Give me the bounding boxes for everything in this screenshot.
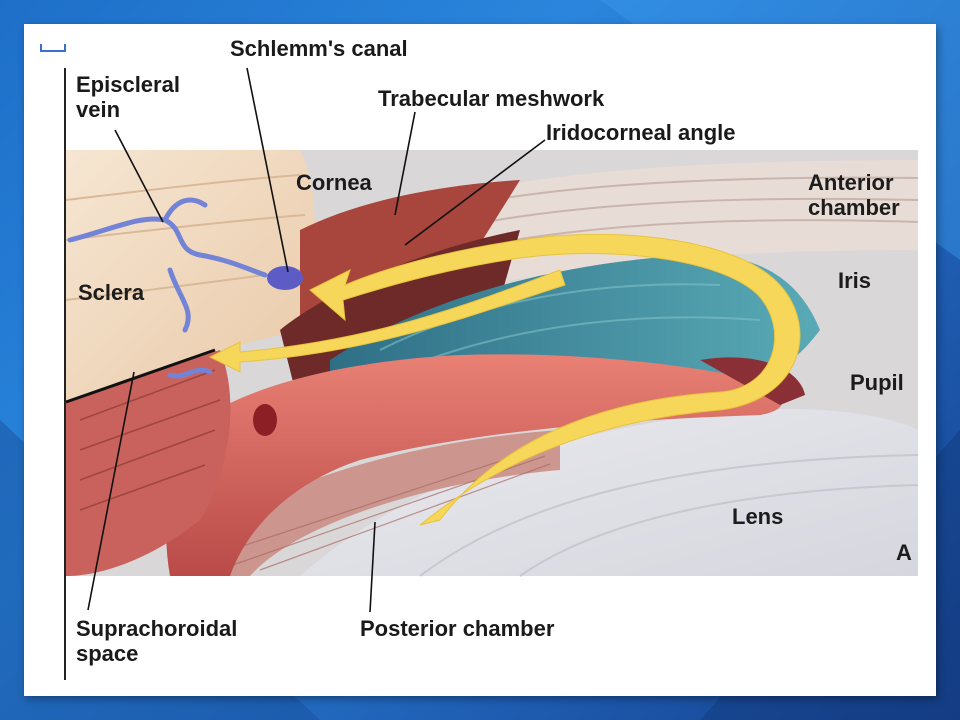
- label-episcleral-vein: Episcleral vein: [76, 72, 180, 122]
- label-suprachoroidal-space: Suprachoroidal space: [76, 616, 238, 666]
- label-cornea: Cornea: [296, 170, 372, 195]
- label-trabecular-meshwork: Trabecular meshwork: [378, 86, 605, 111]
- schlemm-canal: [267, 266, 303, 290]
- pointer-suprachoroidal: [87, 371, 135, 611]
- label-panel-a: A: [896, 540, 912, 565]
- ciliary-muscle: [66, 350, 231, 576]
- pointer-episcleral: [114, 129, 164, 223]
- left-frame-line: [64, 68, 66, 680]
- label-iris: Iris: [838, 268, 872, 293]
- suprachoroidal-line: [65, 348, 216, 404]
- corner-bracket: [40, 44, 66, 52]
- zonular-fibers: [170, 430, 560, 576]
- sclera: [66, 150, 315, 402]
- label-pupil: Pupil: [850, 370, 904, 395]
- aqueous-flow-arrows: [208, 233, 801, 526]
- lens: [300, 409, 918, 576]
- label-posterior-chamber: Posterior chamber: [360, 616, 555, 641]
- pointer-schlemm: [246, 67, 289, 273]
- pointer-iridocorneal: [404, 139, 546, 246]
- label-anterior-chamber: Anterior chamber: [808, 170, 900, 220]
- label-lens: Lens: [732, 504, 784, 529]
- pointer-trabecular: [394, 111, 416, 216]
- label-iridocorneal-angle: Iridocorneal angle: [546, 120, 736, 145]
- episcleral-vein: [67, 197, 268, 379]
- label-schlemm-canal: Schlemm's canal: [230, 36, 408, 61]
- pointer-posterior: [369, 521, 376, 613]
- label-sclera: Sclera: [78, 280, 145, 305]
